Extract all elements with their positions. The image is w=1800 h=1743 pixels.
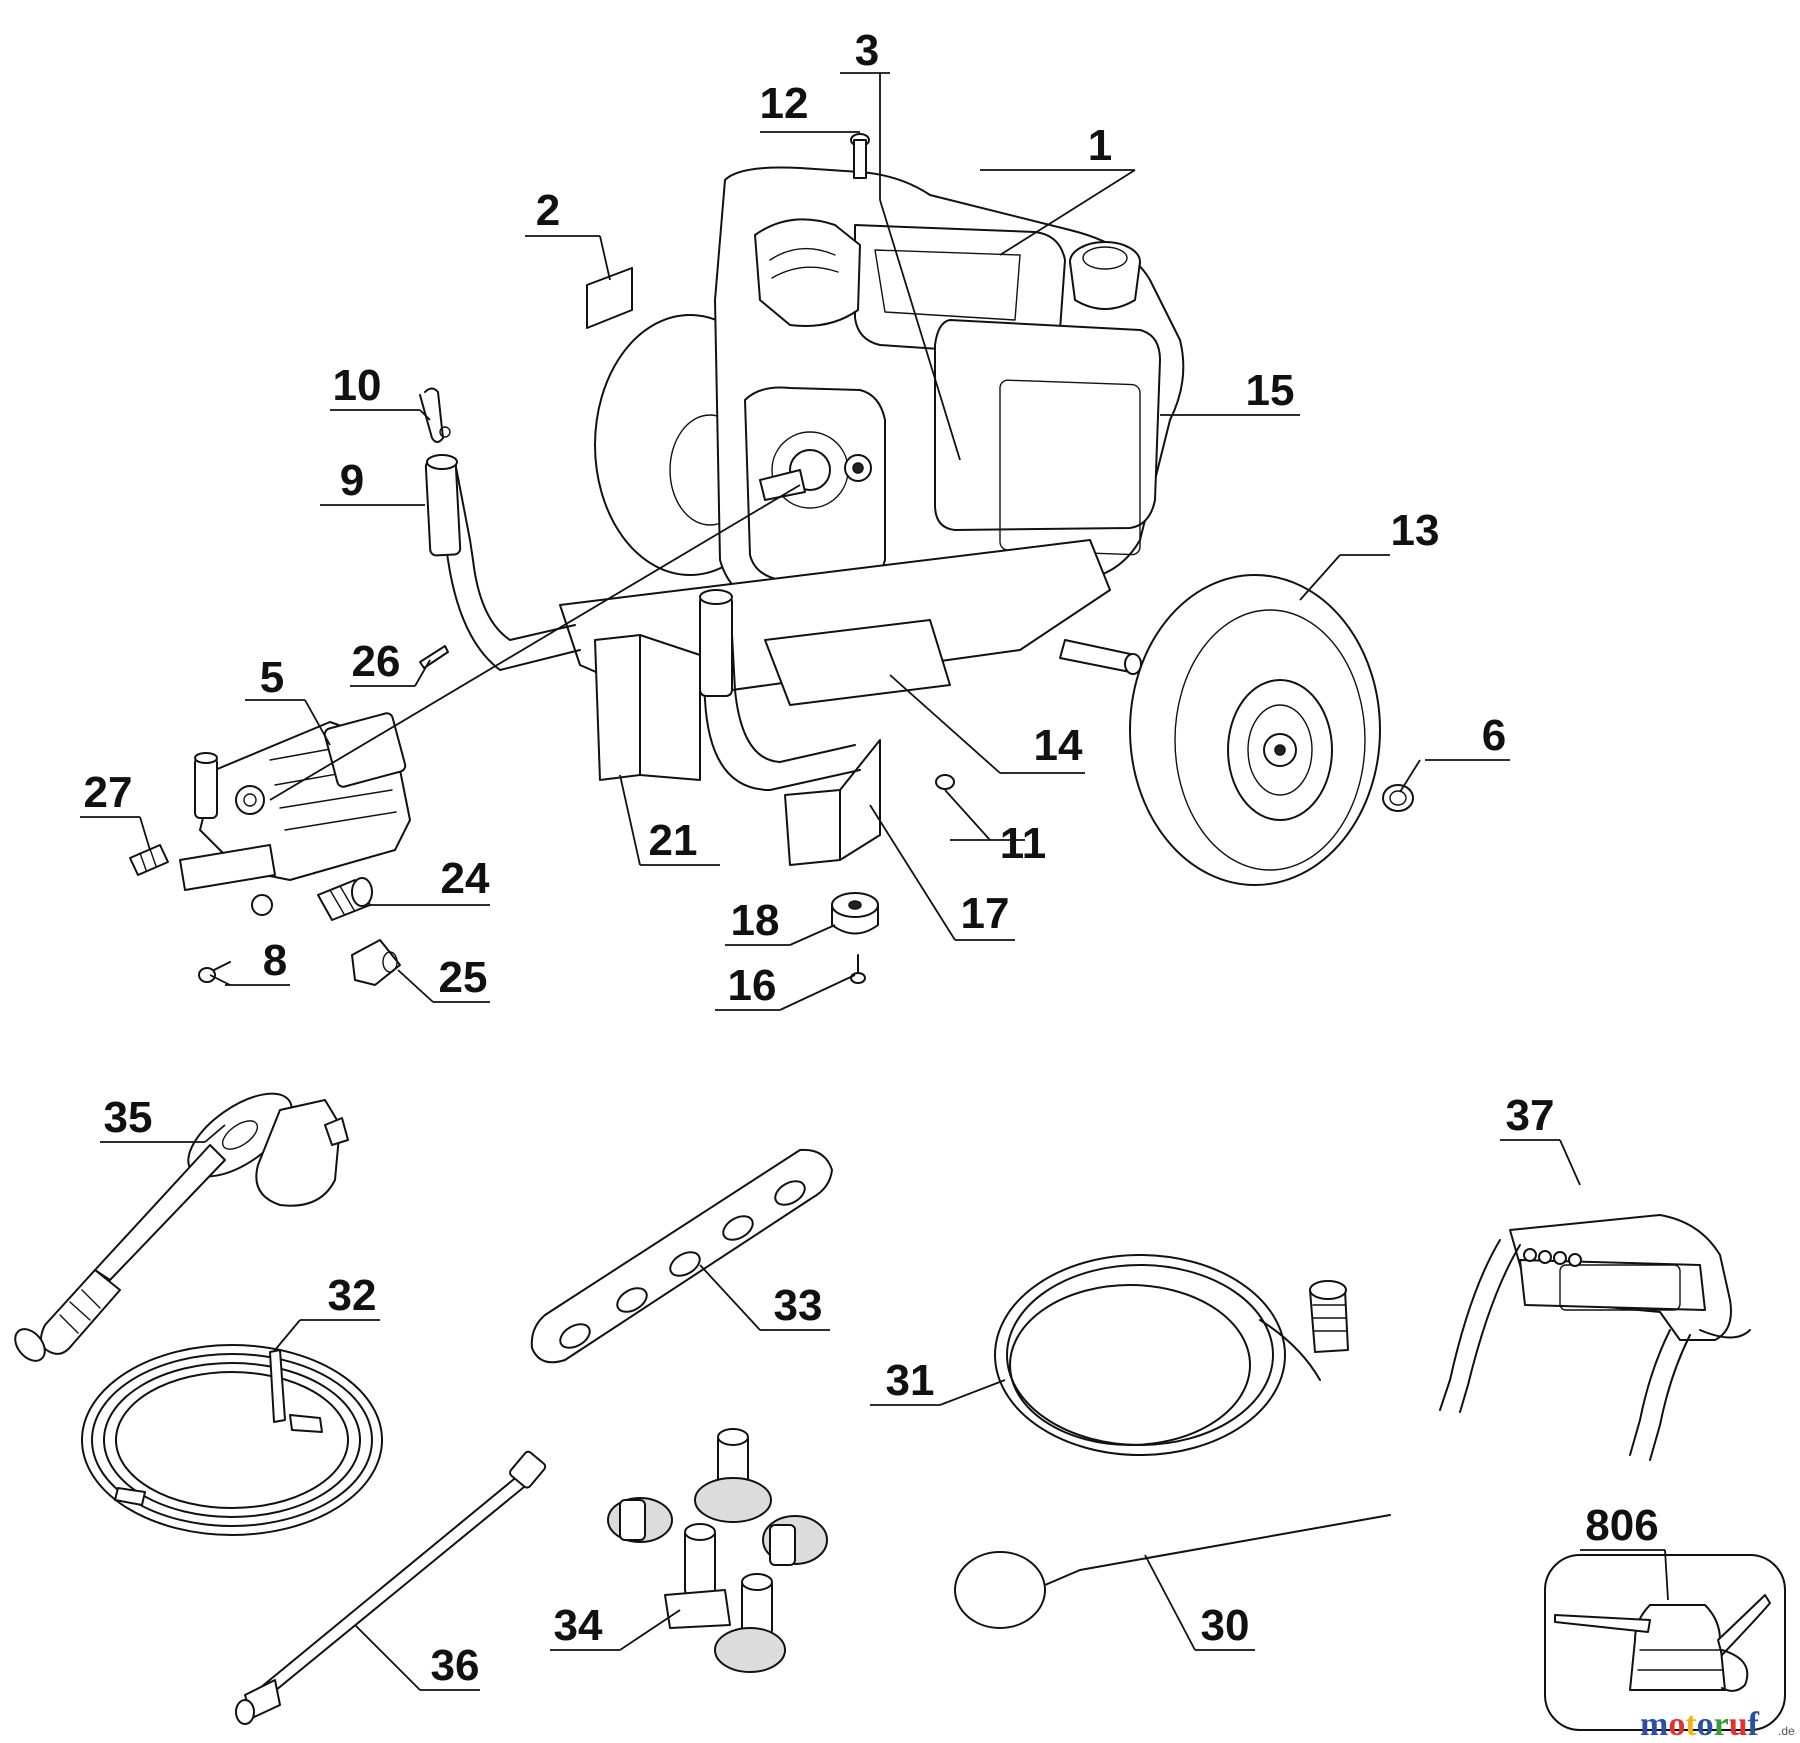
callout-15: 15 bbox=[1246, 366, 1295, 415]
callout-33: 33 bbox=[774, 1281, 823, 1330]
callout-18: 18 bbox=[731, 896, 780, 945]
rubber-foot bbox=[831, 892, 879, 935]
oil-bottle-inset bbox=[1544, 1554, 1786, 1731]
callout-34: 34 bbox=[554, 1601, 603, 1650]
callout-3: 3 bbox=[855, 26, 879, 75]
spray-wand bbox=[235, 1450, 547, 1725]
front-wheel bbox=[1129, 574, 1381, 886]
watermark-letter: o bbox=[1697, 1706, 1714, 1743]
watermark-letter: r bbox=[1714, 1706, 1729, 1743]
callout-10: 10 bbox=[333, 361, 382, 410]
watermark-letter: f bbox=[1748, 1706, 1760, 1743]
callout-13: 13 bbox=[1391, 506, 1440, 555]
spray-gun bbox=[14, 1092, 349, 1362]
watermark-letter: t bbox=[1685, 1706, 1697, 1743]
watermark-letter: u bbox=[1729, 1706, 1748, 1743]
callout-24: 24 bbox=[441, 854, 490, 903]
callout-26: 26 bbox=[352, 637, 401, 686]
callout-12: 12 bbox=[760, 79, 809, 128]
callout-2: 2 bbox=[536, 186, 560, 235]
handle-frame bbox=[424, 454, 861, 791]
washer bbox=[935, 774, 955, 790]
callout-806: 806 bbox=[1585, 1501, 1658, 1550]
callout-37: 37 bbox=[1506, 1091, 1555, 1140]
callout-11: 11 bbox=[1000, 819, 1047, 868]
watermark-suffix: .de bbox=[1778, 1724, 1795, 1738]
callout-27: 27 bbox=[84, 768, 133, 817]
callout-31: 31 bbox=[886, 1356, 935, 1405]
callout-25: 25 bbox=[439, 953, 488, 1002]
nut-25 bbox=[351, 939, 401, 986]
decal-2 bbox=[586, 267, 633, 329]
hitch-pin-clip bbox=[419, 387, 451, 443]
pump-assembly bbox=[179, 712, 411, 916]
bolt-8 bbox=[198, 961, 231, 983]
watermark-brand: motoruf bbox=[1640, 1706, 1760, 1743]
callout-30: 30 bbox=[1201, 1601, 1250, 1650]
engine bbox=[714, 166, 1185, 601]
callout-8: 8 bbox=[263, 936, 287, 985]
callout-21: 21 bbox=[649, 816, 698, 865]
callout-32: 32 bbox=[328, 1271, 377, 1320]
callout-36: 36 bbox=[431, 1641, 480, 1690]
callout-16: 16 bbox=[728, 961, 777, 1010]
frame-base bbox=[559, 539, 1142, 866]
callout-6: 6 bbox=[1482, 711, 1506, 760]
handle-assembly bbox=[1439, 1214, 1751, 1461]
quick-connect-nozzles bbox=[607, 1428, 828, 1673]
watermark-letter: m bbox=[1640, 1706, 1668, 1743]
callout-labels: 1 2 3 5 6 8 9 10 11 12 13 14 15 16 17 18… bbox=[84, 26, 1659, 1690]
callout-1: 1 bbox=[1088, 121, 1112, 170]
leader-lines bbox=[80, 72, 1669, 1691]
callout-17: 17 bbox=[961, 889, 1010, 938]
callout-35: 35 bbox=[104, 1093, 153, 1142]
pin-26 bbox=[419, 645, 449, 669]
bolt-16 bbox=[850, 954, 866, 984]
watermark-letter: o bbox=[1668, 1706, 1685, 1743]
garden-hose bbox=[994, 1254, 1349, 1456]
callout-5: 5 bbox=[260, 653, 284, 702]
bolt-12 bbox=[850, 133, 870, 179]
callout-9: 9 bbox=[340, 456, 364, 505]
callout-14: 14 bbox=[1034, 721, 1083, 770]
high-pressure-hose bbox=[81, 1344, 383, 1536]
watermark-logo: motoruf .de bbox=[1640, 1706, 1795, 1743]
fitting-24 bbox=[317, 877, 373, 921]
cleaning-wire bbox=[954, 1514, 1391, 1629]
accessory-bracket bbox=[530, 1148, 833, 1364]
hub-cap bbox=[1382, 784, 1414, 812]
